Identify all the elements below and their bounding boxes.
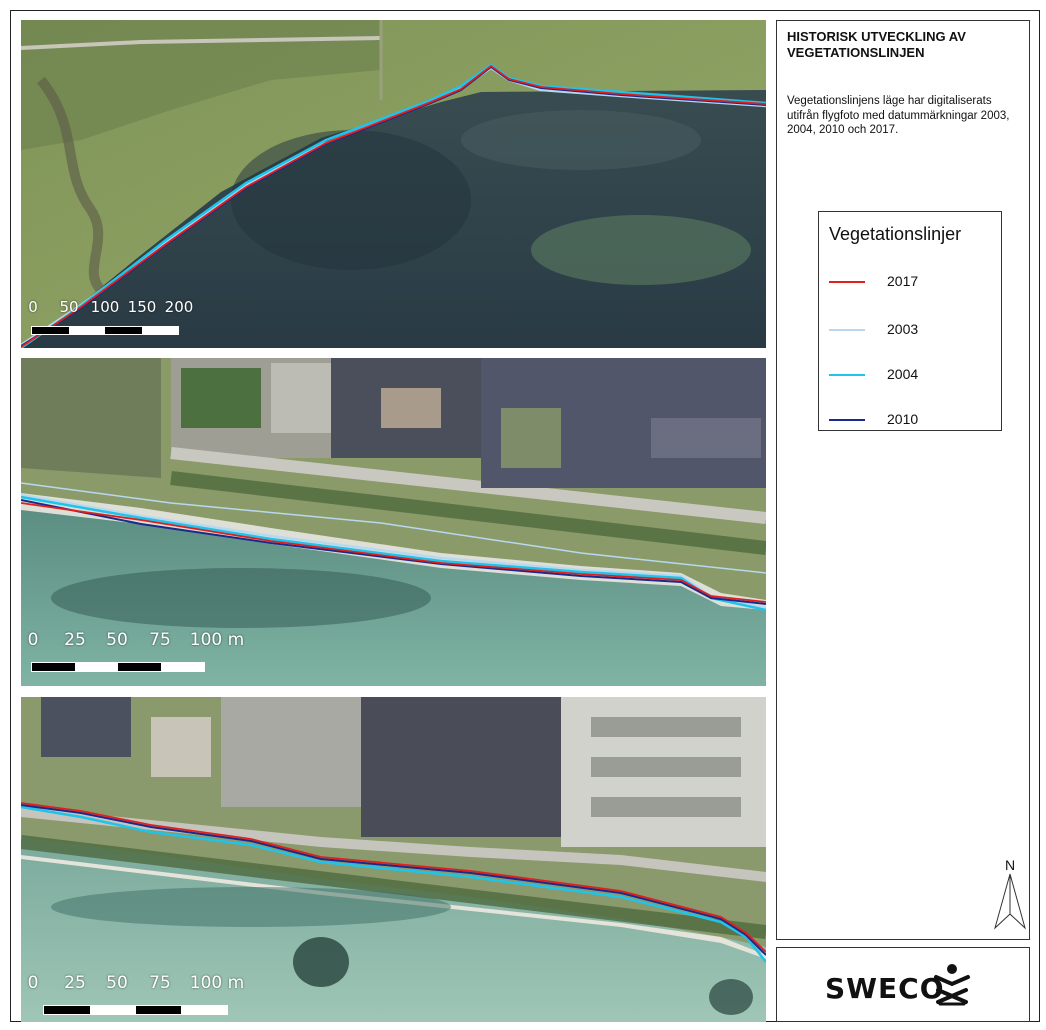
sweco-logo-icon — [934, 964, 970, 1006]
scale-tick-label: 100 — [90, 298, 120, 316]
legend-label: 2010 — [887, 411, 919, 427]
aerial-photo-1 — [21, 20, 766, 348]
legend-title: Vegetationslinjer — [829, 224, 962, 244]
legend-label: 2017 — [887, 273, 919, 289]
north-arrow-icon: N — [994, 857, 1026, 930]
legend-swatch — [829, 419, 865, 421]
scale-tick-label: 25 — [64, 630, 86, 650]
map-description: Vegetationslinjens läge har digitalisera… — [787, 95, 1010, 136]
legend-label: 2004 — [887, 366, 919, 382]
scale-bar-1 — [31, 326, 179, 335]
scale-bar-3 — [43, 1005, 228, 1015]
map-panel-2: 0 25 50 75 100 m — [21, 358, 766, 686]
scale-tick-label: 50 — [106, 973, 128, 993]
legend-item-2004: 2004 — [829, 365, 989, 385]
scale-tick-label: 75 — [149, 630, 171, 650]
info-panel: HISTORISK UTVECKLING AV VEGETATIONSLINJE… — [776, 20, 1030, 940]
north-label: N — [1005, 857, 1015, 873]
scale-tick-label: 25 — [64, 973, 86, 993]
scale-tick-label: 50 — [106, 630, 128, 650]
legend: Vegetationslinjer 2017 2003 2004 2010 — [818, 211, 1002, 431]
aerial-photo-2 — [21, 358, 766, 686]
scale-tick-label: 200 — [164, 298, 194, 316]
scale-labels-3: 0 25 50 75 100 m — [21, 973, 766, 997]
scale-labels-1: 0 50 100 150 200 — [21, 298, 766, 318]
legend-item-2017: 2017 — [829, 272, 989, 292]
scale-tick-label: 100 m — [189, 630, 245, 650]
legend-item-2010: 2010 — [829, 410, 989, 430]
scale-tick-label: 0 — [27, 630, 39, 650]
scale-bar-2 — [31, 662, 205, 672]
map-panel-1: 0 50 100 150 200 — [21, 20, 766, 348]
scale-tick-label: 100 m — [189, 973, 245, 993]
map-title: HISTORISK UTVECKLING AV VEGETATIONSLINJE… — [787, 29, 966, 60]
sweco-logo-text: SWECO — [825, 972, 945, 1005]
scale-labels-2: 0 25 50 75 100 m — [21, 630, 766, 654]
legend-swatch — [829, 329, 865, 331]
legend-swatch — [829, 281, 865, 283]
scale-tick-label: 75 — [149, 973, 171, 993]
aerial-photo-3 — [21, 697, 766, 1022]
legend-label: 2003 — [887, 321, 919, 337]
scale-tick-label: 0 — [27, 973, 39, 993]
legend-swatch — [829, 374, 865, 376]
scale-tick-label: 0 — [28, 298, 38, 316]
map-panel-3: 0 25 50 75 100 m — [21, 697, 766, 1022]
scale-tick-label: 150 — [127, 298, 157, 316]
legend-item-2003: 2003 — [829, 320, 989, 340]
logo-box: SWECO — [776, 947, 1030, 1022]
scale-tick-label: 50 — [59, 298, 79, 316]
